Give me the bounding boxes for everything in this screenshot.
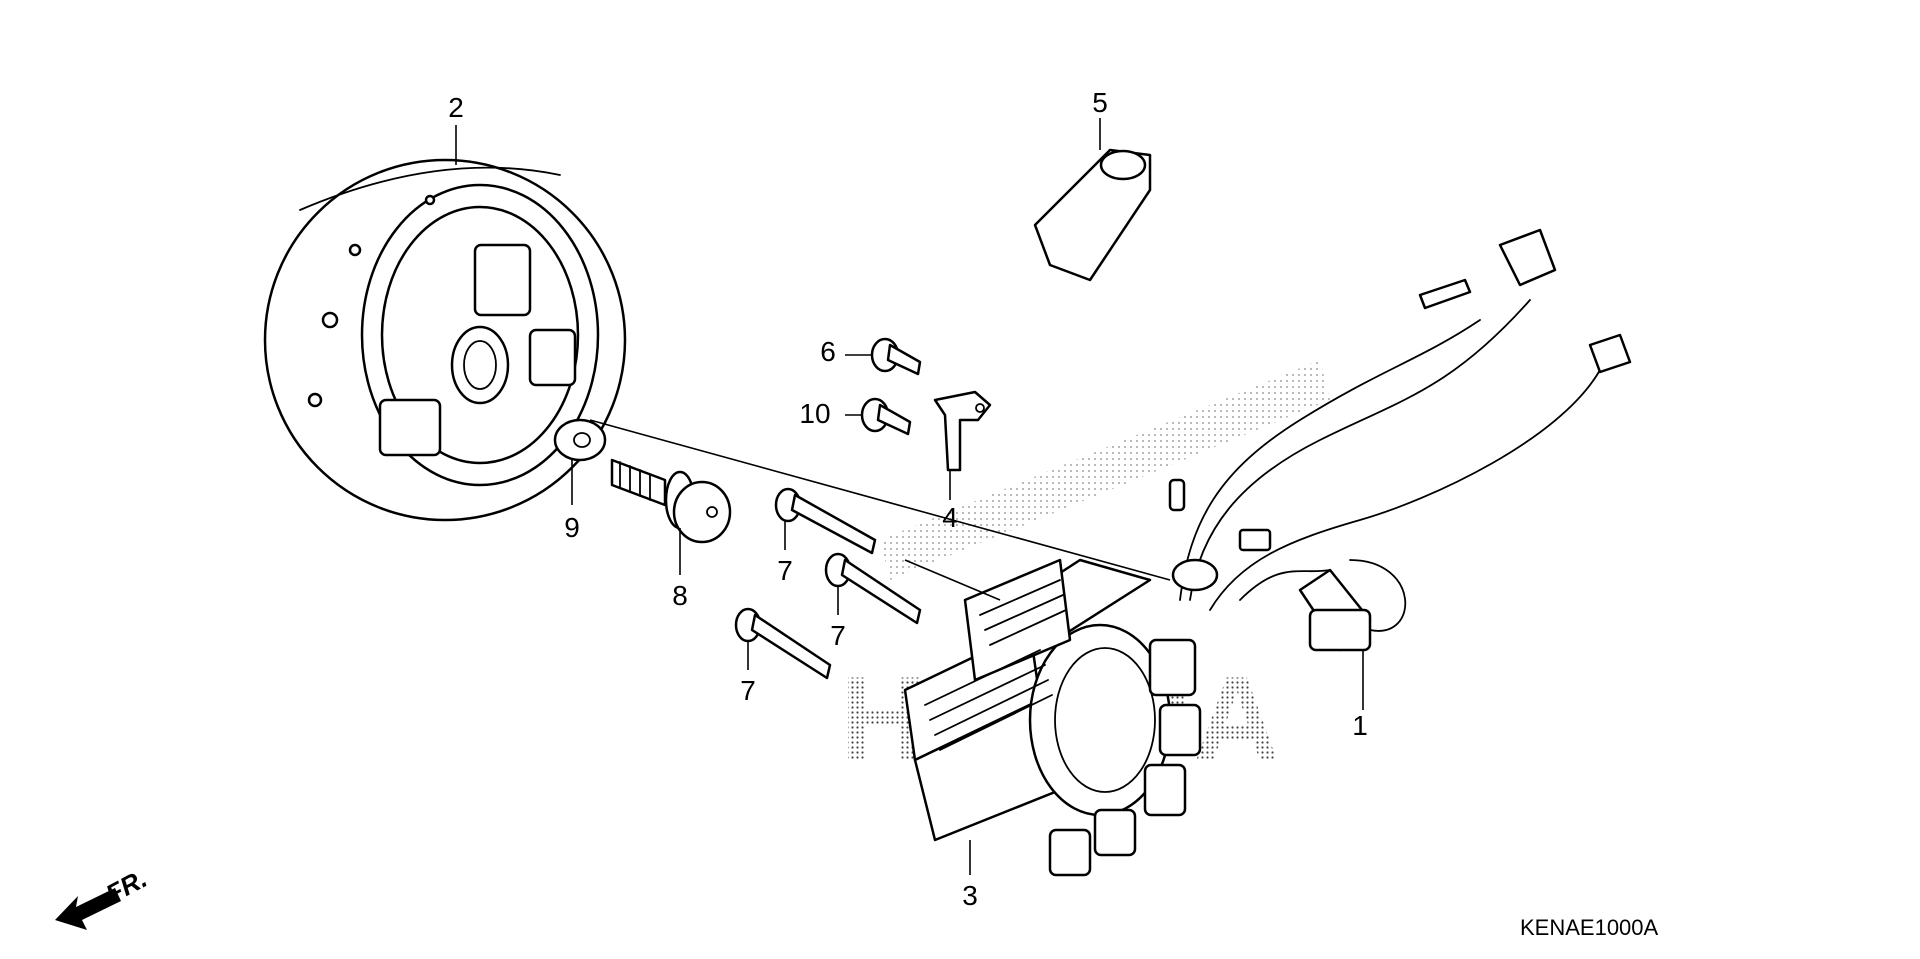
washer [553,418,607,462]
wire-harness [1168,228,1632,611]
callout-9: 9 [564,512,580,543]
bolt-7-bottom [734,607,832,680]
pulse-generator [1298,559,1407,652]
diagram-code: KENAE1000A [1520,915,1659,940]
stator [903,558,1202,877]
callout-7-bottom: 7 [740,675,756,706]
callout-8: 8 [672,580,688,611]
front-direction-indicator: FR. [55,863,152,930]
holder [1033,148,1152,282]
callouts: 1 2 3 4 5 6 7 7 7 8 9 10 [448,87,1368,911]
bolt-7-top [774,487,877,555]
bolt-7-middle [824,552,922,625]
flywheel [263,158,627,522]
callout-5: 5 [1092,87,1108,118]
callout-2: 2 [448,92,464,123]
callout-6: 6 [820,336,836,367]
callout-3: 3 [962,880,978,911]
wire-clamp [933,390,992,472]
callout-1: 1 [1352,710,1368,741]
callout-7-middle: 7 [830,620,846,651]
leader-lines [455,118,1364,875]
bolt-6 [870,337,922,376]
bolt-10 [860,397,912,436]
flange-bolt [610,458,732,544]
callout-10: 10 [799,398,830,429]
callout-4: 4 [942,502,958,533]
front-arrow-icon [55,888,121,930]
callout-7-top: 7 [777,555,793,586]
